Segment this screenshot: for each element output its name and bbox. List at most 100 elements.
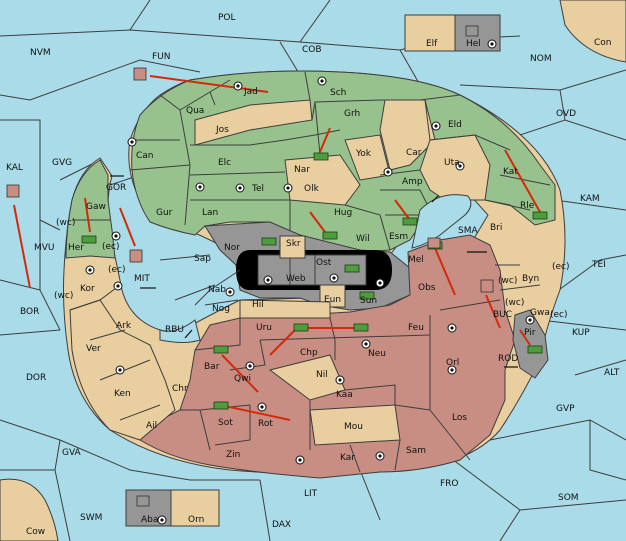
island-elf (404, 14, 456, 52)
adjacency-arrows (110, 175, 518, 368)
label-dor: DOR (26, 373, 46, 383)
tank-icon (532, 211, 548, 220)
label-qwi: Qwi (234, 374, 251, 384)
label-hug: Hug (334, 208, 352, 218)
label-orn: Orn (188, 515, 204, 525)
label-chp: Chp (300, 348, 318, 358)
label-los: Los (452, 413, 467, 423)
label-nor: Nor (224, 243, 240, 253)
label-yok: Yok (355, 149, 372, 159)
label-cow: Cow (26, 527, 45, 537)
label-coast-ec: (ec) (552, 262, 570, 272)
label-grh: Grh (344, 109, 360, 119)
label-con: Con (594, 38, 612, 48)
fleet-units (6, 25, 494, 507)
label-byn: Byn (522, 274, 539, 284)
label-coast-wc: (wc) (498, 276, 517, 286)
label-sam: Sam (406, 446, 426, 456)
label-sap: Sap (194, 254, 211, 264)
label-chr: Chr (172, 384, 188, 394)
label-rod: ROD (498, 354, 518, 364)
label-sun: Sun (360, 296, 377, 306)
tank-icon (213, 345, 229, 354)
tan-skr (279, 235, 306, 259)
label-jad: Jad (243, 87, 258, 97)
corner-land-cow (0, 478, 59, 541)
label-ver: Ver (86, 344, 101, 354)
tank-icon (359, 291, 375, 300)
tank-icon (293, 323, 309, 332)
territory-labels: Jad Sch Qua Jos Grh Eld Can Elc Nar Yok … (68, 39, 550, 525)
label-lan: Lan (202, 208, 218, 218)
move-arrows (13, 75, 541, 421)
label-fun: FUN (152, 52, 171, 62)
tank-icon (313, 152, 329, 161)
label-kar: Kar (340, 453, 355, 463)
label-mel: Mel (408, 255, 424, 265)
label-nab: Nab (208, 285, 226, 295)
label-lit: LIT (304, 489, 318, 499)
ship-icon (129, 249, 143, 263)
label-coast-wc: (wc) (505, 298, 524, 308)
label-nil: Nil (316, 370, 328, 380)
label-pol: POL (218, 13, 236, 23)
label-sch: Sch (330, 88, 346, 98)
label-kup: KUP (572, 328, 590, 338)
label-kaa: Kaa (336, 390, 353, 400)
label-pir: Pir (524, 328, 536, 338)
label-som: SOM (558, 493, 579, 503)
north-borders (129, 71, 551, 251)
label-rbu: RBU (165, 325, 184, 335)
label-cob: COB (302, 45, 322, 55)
label-coast-ec: (ec) (102, 242, 120, 252)
label-hel: Hel (466, 39, 481, 49)
label-ovd: OVD (556, 109, 576, 119)
label-gur: Gur (156, 208, 173, 218)
ship-icon (465, 25, 479, 37)
tank-icon (402, 217, 418, 226)
label-elf: Elf (426, 39, 438, 49)
tank-icon (527, 345, 543, 354)
ship-icon (6, 184, 20, 198)
label-bri: Bri (490, 223, 502, 233)
label-eun: Eun (324, 295, 341, 305)
tank-icon (261, 237, 277, 246)
label-mvu: MVU (34, 243, 55, 253)
label-tei: TEI (591, 260, 606, 270)
label-jos: Jos (215, 125, 229, 135)
ship-icon (480, 279, 494, 293)
label-sot: Sot (218, 418, 233, 428)
inner-sea-sma (411, 194, 472, 249)
label-tel: Tel (251, 184, 264, 194)
label-gwa: Gwa (530, 308, 550, 318)
label-amp: Amp (402, 177, 423, 187)
label-coast-ec: (ec) (550, 310, 568, 320)
label-buc: BUC (493, 310, 512, 320)
label-neu: Neu (368, 349, 386, 359)
tank-icon (213, 401, 229, 410)
label-gor: GOR (106, 183, 126, 193)
label-skr: Skr (286, 239, 301, 249)
label-fro: FRO (440, 479, 459, 489)
label-elc: Elc (218, 158, 231, 168)
label-ark: Ark (116, 321, 132, 331)
label-ail: Ail (146, 421, 157, 431)
label-mit: MIT (134, 274, 150, 284)
label-nom: NOM (530, 54, 552, 64)
label-car: Car (406, 148, 422, 158)
label-gvp: GVP (556, 404, 575, 414)
label-nar: Nar (294, 165, 310, 175)
label-nog: Nog (212, 304, 230, 314)
ship-icon (136, 495, 150, 507)
label-wil: Wil (356, 234, 370, 244)
label-coast-wc: (wc) (56, 218, 75, 228)
label-ost: Ost (316, 258, 332, 268)
label-nvm: NVM (30, 48, 51, 58)
ship-icon (133, 67, 147, 81)
label-kat: Kat (503, 167, 518, 177)
label-feu: Feu (408, 323, 424, 333)
sea-labels: POL NVM FUN COB NOM Con OVD KAL GVG GOR … (6, 13, 620, 537)
tank-icon (344, 264, 360, 273)
